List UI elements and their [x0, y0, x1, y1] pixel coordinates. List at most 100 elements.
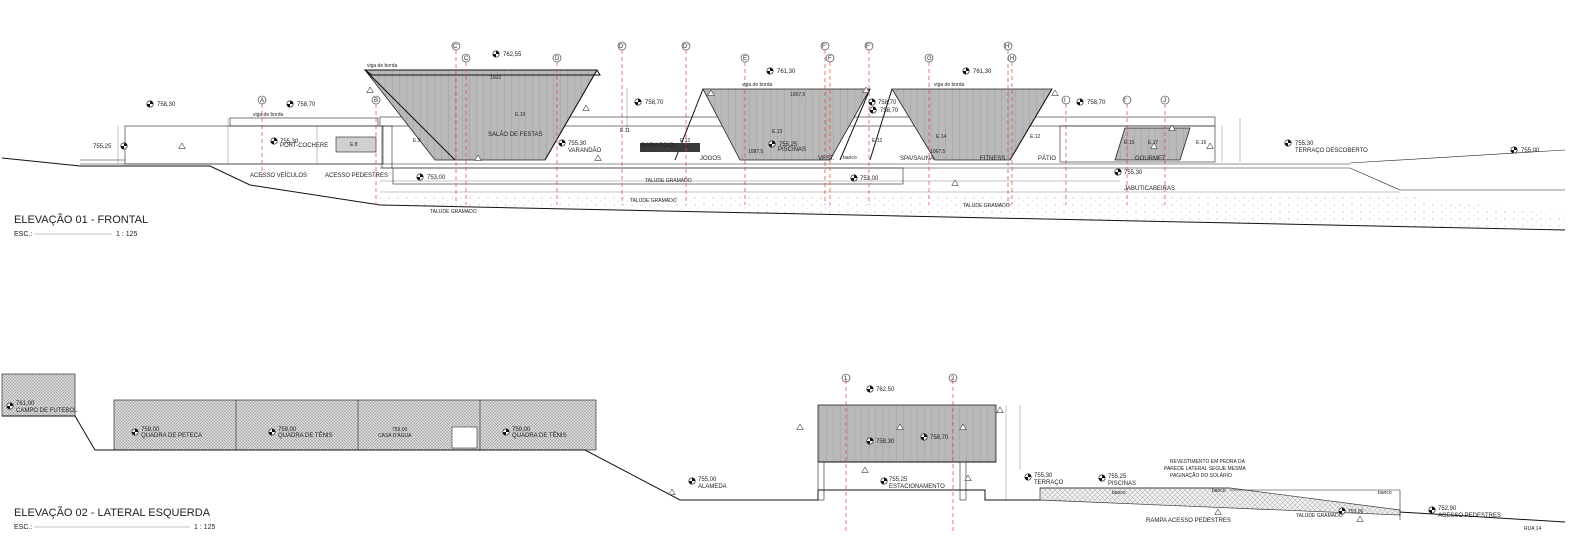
place-label: TERRAÇO [1034, 480, 1064, 486]
room-label: BAR/APOIO [641, 143, 674, 149]
stone-note-line: REVESTIMENTO EM PEDRA DA [1170, 459, 1246, 465]
grid-label: E [743, 56, 747, 62]
place-label: QUADRA DE PETECA [141, 433, 202, 439]
revision-triangles [178, 86, 1214, 186]
room-label: PISCINAS [778, 147, 806, 153]
level-value: 753,00 [427, 175, 446, 181]
place-label: QUADRA DE TÊNIS [512, 431, 567, 439]
level-value: 755,00 [1521, 148, 1540, 154]
level-value: 753,00 [860, 176, 879, 182]
element-tag: E.8 [350, 142, 358, 148]
level-value: 758,30 [876, 439, 895, 445]
grid-label: C [464, 56, 469, 62]
small-label: banco [1378, 490, 1392, 496]
stone-note-line: PAGINAÇÃO DO SOLÁRIO [1170, 472, 1232, 479]
small-label: banco [1112, 490, 1126, 496]
element-tag: E.14 [936, 134, 947, 140]
elevation1-scale-label: ESC.: [14, 231, 32, 238]
element-tag: E.16 [1196, 140, 1207, 146]
place-label: ACESSO PEDESTRES [1438, 513, 1501, 519]
level-value: 755,30 [280, 139, 299, 145]
stone-note-line: PAREDE LATERAL SEGUE MESMA [1164, 466, 1247, 472]
element-tag: E.15 [1124, 140, 1135, 146]
elevation2-scale-value: 1 : 125 [194, 524, 216, 531]
level-value: 759,00 [278, 427, 297, 433]
casa-dagua-box [451, 426, 478, 449]
grid-label: I' [1124, 98, 1127, 104]
level-value: 752,90 [1438, 506, 1457, 512]
small-label: 1067,5 [790, 92, 806, 98]
bar-counter [640, 143, 700, 152]
place-label: ALAMEDA [698, 484, 727, 490]
ground-label: TALUDE GRAMADO [963, 203, 1010, 209]
room-label: TERRAÇO DESCOBERTO [1295, 148, 1368, 154]
level-value: 755,00 [698, 477, 717, 483]
level-value: 755,30 [568, 141, 587, 147]
level-value: 758,70 [645, 100, 664, 106]
grid-label: 2 [951, 376, 955, 382]
level-value: 755,25 [779, 142, 798, 148]
beam-label: viga de borda [742, 82, 773, 88]
place-label: RAMPA ACESSO PEDESTRES [1146, 518, 1231, 524]
access-label: ACESSO PEDESTRES [325, 173, 388, 179]
level-value: 755,25 [1108, 474, 1127, 480]
room-label: SALÃO DE FESTAS [488, 131, 543, 138]
place-label: CAMPO DE FUTEBOL [16, 408, 78, 414]
elevation1-scale-value: 1 : 125 [116, 231, 138, 238]
ground-label: TALUDE GRAMADO [645, 178, 692, 184]
level-value: 758,70 [297, 102, 316, 108]
terrain-line-upper [1349, 149, 1566, 164]
grid-label: D' [619, 44, 624, 50]
elevation2-scale-label: ESC.: [14, 524, 32, 531]
grid-label: I [1064, 98, 1066, 104]
room-labels: PORT-COCHERE SALÃO DE FESTAS VARANDÃO BA… [250, 63, 1368, 215]
place-label: CASA D'ÁGUA [378, 432, 412, 439]
level-value: 759,00 [512, 427, 531, 433]
room-label: FITNESS [980, 156, 1005, 162]
level-value: 759,00 [141, 427, 160, 433]
element-tag: E.9 [413, 138, 421, 144]
grid-label: F' [866, 44, 871, 50]
grid-label: B [374, 98, 378, 104]
level-value: 753,00 [1348, 509, 1364, 515]
small-label: 1502 [490, 75, 501, 81]
campo-de-futebol [1, 373, 76, 417]
grid-label: H' [1005, 44, 1010, 50]
element-tag: E.12 [1030, 134, 1041, 140]
room-label: PÁTIO [1038, 155, 1056, 162]
place-label: QUADRA DE TÊNIS [278, 431, 333, 439]
level-value: 755,25 [93, 144, 112, 150]
level-value: 762,55 [503, 52, 522, 58]
elevation2-title: ELEVAÇÃO 02 - LATERAL ESQUERDA [14, 506, 211, 519]
level-value: 758,70 [878, 100, 897, 106]
small-label: 1087,5 [748, 149, 764, 155]
lateral-place-labels: CAMPO DE FUTEBOL QUADRA DE PETECA QUADRA… [16, 408, 1541, 532]
level-value: 758,70 [1087, 100, 1106, 106]
terrain-line [1, 157, 1566, 231]
room-label: SPA/SAUNA [900, 156, 934, 162]
room-label: VARANDÃO [568, 147, 602, 154]
level-value: 761,30 [777, 69, 796, 75]
place-label: TALUDE GRAMADO [1296, 513, 1343, 519]
element-tag: E.11 [620, 128, 630, 134]
room-label: GOURMET [1135, 156, 1166, 162]
grid-label: G [927, 56, 932, 62]
grid-label: 1 [844, 376, 848, 382]
ground-label: TALUDE GRAMADO [630, 198, 677, 204]
level-value: 758,70 [880, 108, 899, 114]
grid-label: D' [683, 44, 688, 50]
grid-label: F' [822, 44, 827, 50]
ground-fill [380, 195, 1565, 230]
grid-label: A [260, 98, 264, 104]
level-value: 762,50 [876, 387, 895, 393]
pavilion-salao-de-festas [364, 69, 598, 161]
beam-label: viga de borda [367, 63, 398, 69]
beam-label: viga de borda [253, 112, 284, 118]
grid-label: J [1163, 98, 1166, 104]
element-e8-panel [335, 136, 377, 153]
place-label: PISCINAS [1108, 481, 1136, 487]
elevation1-title: ELEVAÇÃO 01 - FRONTAL [14, 213, 148, 226]
level-value: 761,00 [16, 401, 35, 407]
elevation-lateral: 1 2 761,00 759,00 759,00 759,00 759,00 7… [1, 373, 1566, 532]
